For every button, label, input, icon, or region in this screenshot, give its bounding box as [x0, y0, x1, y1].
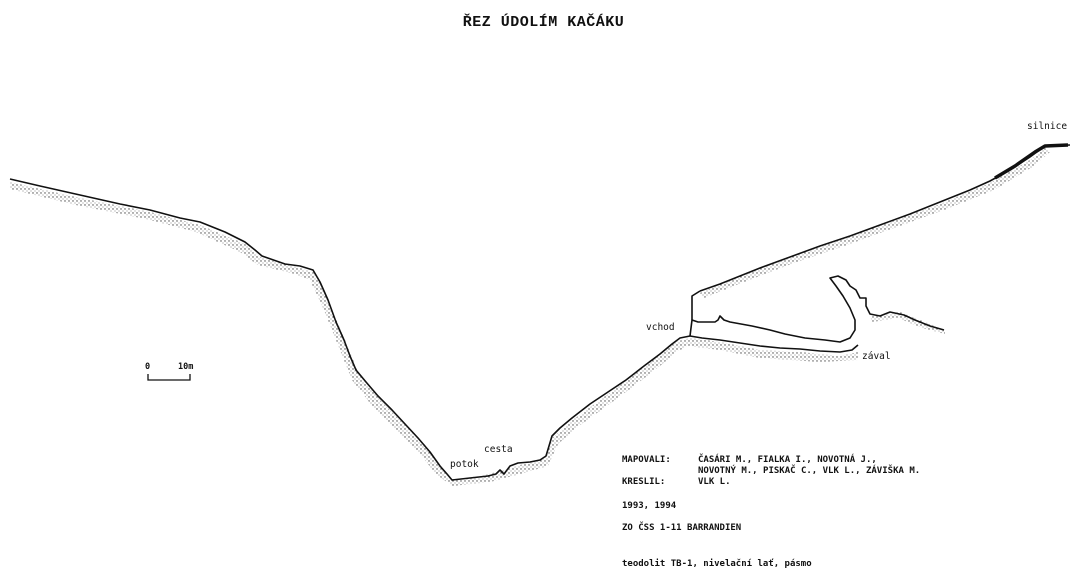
ground-stipple-passage [870, 312, 945, 334]
credits-kreslil-value: VLK L. [698, 477, 731, 487]
credits-years: 1993, 1994 [622, 501, 677, 511]
terrain-line [9, 178, 859, 481]
ground-stipple [10, 182, 858, 486]
entrance-wall [691, 290, 701, 320]
scale-bar-end: 10m [178, 362, 194, 372]
label-zaval: zával [862, 351, 891, 362]
ground-stipple-upper [700, 148, 1050, 298]
credits-org: ZO ČSS 1-11 BARRANDIEN [622, 523, 742, 533]
credits-mapovali-line1: ČASÁRI M., FIALKA I., NOVOTNÁ J., [698, 455, 877, 465]
cave-passage-outline [689, 275, 945, 343]
scale-bar [147, 374, 191, 381]
credits-instruments: teodolit TB-1, nivelační lať, pásmo [622, 559, 812, 569]
label-potok: potok [450, 459, 479, 470]
road-embankment [994, 143, 1069, 180]
credits-kreslil-key: KRESLIL: [622, 477, 666, 487]
credits-mapovali-line2: NOVOTNÝ M., PISKAČ C., VLK L., ZÁVIŠKA M… [698, 466, 921, 476]
label-silnice: silnice [1027, 121, 1068, 132]
credits-kreslil: KRESLIL: VLK L. [622, 477, 731, 487]
label-vchod: vchod [646, 322, 675, 333]
credits-mapovali: MAPOVALI: ČASÁRI M., FIALKA I., NOVOTNÁ J… [622, 455, 877, 465]
scale-bar-start: 0 [145, 362, 151, 372]
label-cesta: cesta [484, 444, 513, 455]
credits-mapovali-cont: NOVOTNÝ M., PISKAČ C., VLK L., ZÁVIŠKA M… [622, 466, 920, 476]
drawing-title: ŘEZ ÚDOLÍM KAČÁKU [462, 14, 625, 31]
credits-mapovali-key: MAPOVALI: [622, 455, 671, 465]
